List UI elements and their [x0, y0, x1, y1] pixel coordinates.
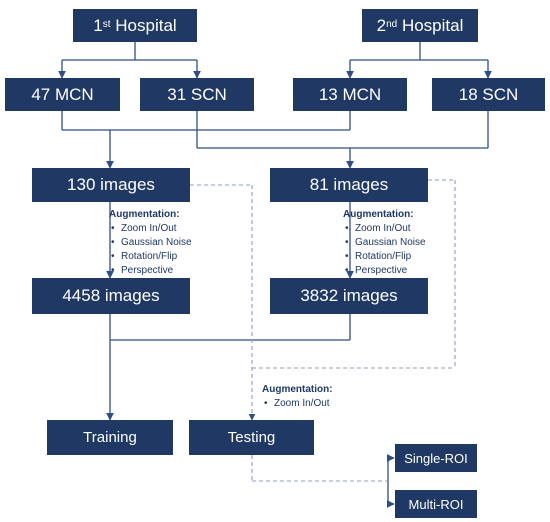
count-box-3: 13 MCN [293, 78, 407, 111]
hospital-1-number: 1 [93, 15, 103, 35]
augmentation-list-1: Augmentation: Zoom In/Out Gaussian Noise… [109, 208, 192, 278]
augmentation-title-1: Augmentation: [109, 209, 180, 220]
count-box-1: 47 MCN [5, 78, 120, 111]
augmentation-list-test: Augmentation: Zoom In/Out [262, 383, 333, 411]
images-box-1: 130 images [32, 168, 190, 202]
augmentation-item: Gaussian Noise [109, 236, 192, 250]
augmentation-item: Rotation/Flip [109, 250, 192, 264]
augmentation-title-2: Augmentation: [343, 209, 414, 220]
augmentation-title-test: Augmentation: [262, 384, 333, 395]
augmented-box-1: 4458 images [32, 278, 190, 314]
images-box-2: 81 images [270, 168, 428, 202]
hospital-2-label: Hospital [401, 15, 464, 35]
augmentation-item: Rotation/Flip [343, 250, 426, 264]
hospital-1-label: Hospital [115, 15, 177, 35]
augmentation-item: Zoom In/Out [109, 222, 192, 236]
testing-box: Testing [189, 420, 314, 455]
augmentation-item: Zoom In/Out [262, 397, 333, 411]
augmentation-list-2: Augmentation: Zoom In/Out Gaussian Noise… [343, 208, 426, 278]
augmentation-item: Gaussian Noise [343, 236, 426, 250]
multi-roi-box: Multi-ROI [395, 490, 477, 518]
augmented-box-2: 3832 images [270, 278, 428, 314]
augmentation-item: Perspective [343, 264, 426, 278]
single-roi-box: Single-ROI [395, 444, 477, 472]
hospital-2-number: 2 [376, 15, 387, 35]
training-box: Training [47, 420, 173, 455]
count-box-4: 18 SCN [432, 78, 545, 111]
augmentation-item: Zoom In/Out [343, 222, 426, 236]
count-box-2: 31 SCN [140, 78, 254, 111]
augmentation-item: Perspective [109, 264, 192, 278]
